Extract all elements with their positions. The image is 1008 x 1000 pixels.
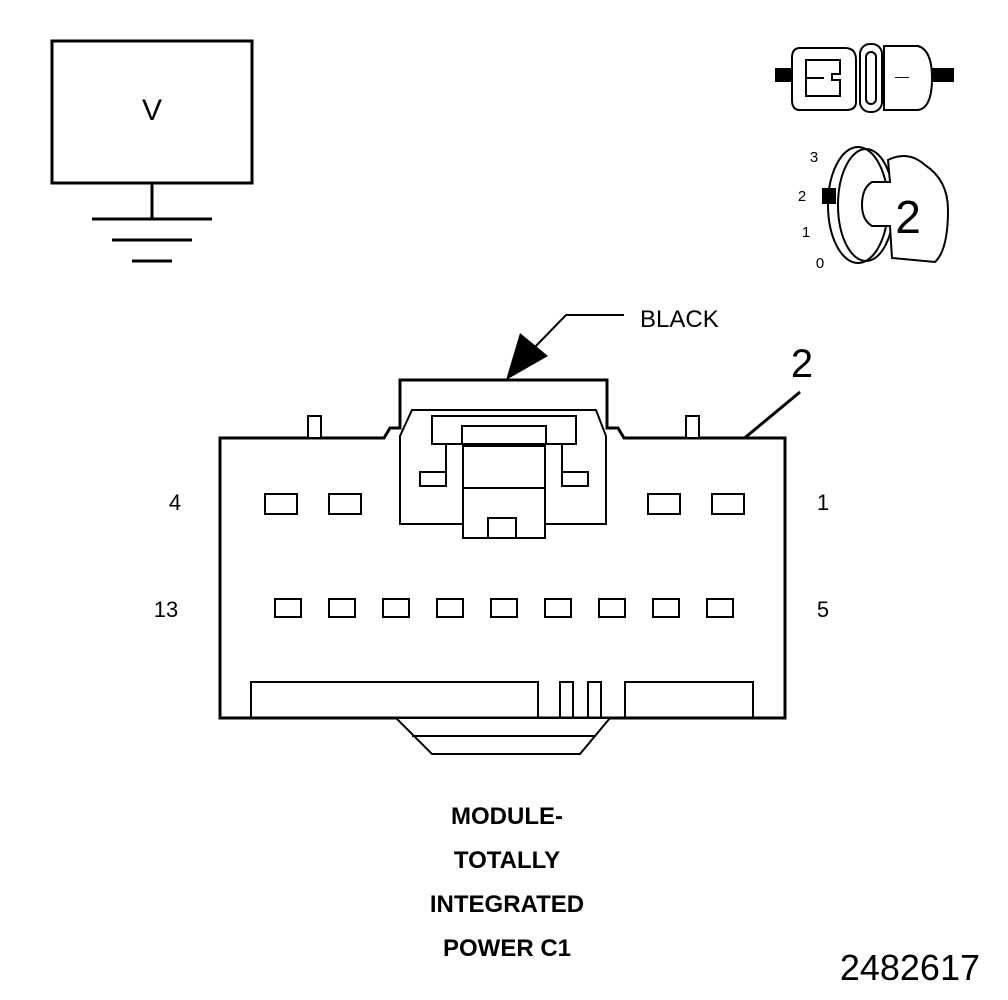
pin-cavity [328,493,362,515]
ignition-position-label: 3 [810,149,818,166]
connector-title-line: INTEGRATED [430,891,584,918]
voltmeter-box [50,39,254,185]
pin-cavity-2 [647,493,681,515]
connector-face [218,378,787,755]
pin-label-13: 13 [154,597,178,622]
voltmeter-symbol: V [142,94,162,127]
connector-title-line: MODULE- [451,803,563,830]
connector-title: MODULE- TOTALLY INTEGRATED POWER C1 [430,803,584,962]
ignition-key-label: 2 [895,191,921,243]
pin-cavity [598,598,626,618]
ignition-position-marker [822,188,836,204]
back-probe-icon: — [775,43,954,113]
pin-cavity [652,598,680,618]
voltmeter: V [50,39,254,263]
color-callout-arrow [506,333,548,380]
connector-color-label: BLACK [640,306,719,333]
pin-cavity [711,493,745,515]
ground-icon [92,183,212,263]
pin-cavity [706,598,734,618]
color-callout: BLACK [506,306,719,380]
pin-cavity [382,598,410,618]
pin-label-4: 4 [169,490,181,515]
pin-cavity [264,493,298,515]
pin-cavity [328,598,356,618]
connector-title-line: POWER C1 [443,935,571,962]
pin-cavity [544,598,572,618]
connector-title-line: TOTALLY [454,847,560,874]
ignition-position-label: 1 [802,224,810,241]
ignition-switch: 3 2 1 0 2 [798,146,950,272]
figure-id: 2482617 [840,947,980,988]
ignition-key-icon [860,155,950,264]
pin-cavity [436,598,464,618]
probe-tip-symbol: — [895,68,909,84]
pin-cavity [274,598,302,618]
ignition-position-label: 0 [816,255,824,272]
ignition-position-label: 2 [798,188,806,205]
pin-callout-label: 2 [791,342,813,386]
pin-cavity [490,598,518,618]
cavity-row-bottom [274,598,734,618]
pin-label-5: 5 [817,597,829,622]
pin-label-1: 1 [817,490,829,515]
connector-housing [218,378,787,720]
cavity-row-top [264,493,745,515]
